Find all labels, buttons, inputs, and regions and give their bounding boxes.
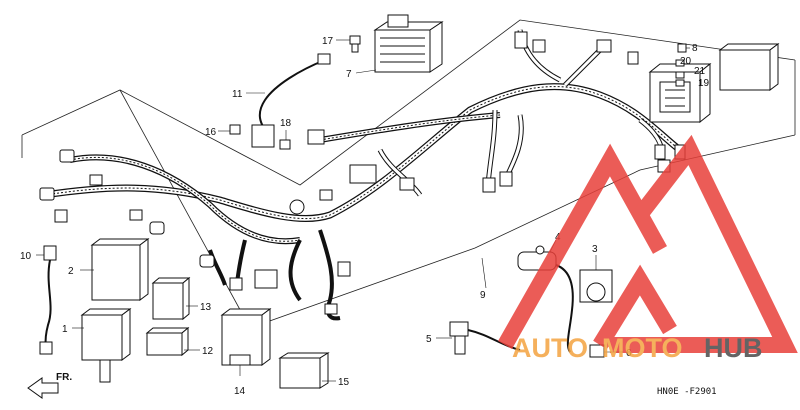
label-part-12: 12: [202, 346, 214, 357]
arrow-left-icon: [27, 377, 59, 399]
part-number-labels: 1 2 3 4 5 6 7 8 9 10 11 12 13 14 15 16 1…: [20, 36, 710, 397]
control-module-14: [220, 308, 272, 366]
label-part-6: 6: [626, 348, 632, 359]
relay-13: [151, 276, 191, 321]
label-part-13: 13: [200, 302, 212, 313]
connector-5: [449, 321, 521, 355]
label-part-7: 7: [346, 69, 352, 80]
label-part-1: 1: [62, 324, 68, 335]
cover-15: [278, 352, 330, 389]
regulator-rectifier: [373, 14, 444, 73]
harness-frame: [21, 19, 796, 329]
label-part-8: 8: [692, 43, 698, 54]
watermark-text-moto: MOTO: [602, 333, 683, 363]
watermark-text-auto: AUTO: [512, 333, 588, 363]
front-arrow-label: FR.: [56, 372, 72, 383]
drawing-code: HN0E -F2901: [657, 387, 717, 397]
fuse-box: [648, 43, 780, 124]
watermark-logo-triangles: [498, 134, 798, 353]
fitting-6: [589, 344, 605, 358]
label-part-19: 19: [698, 78, 710, 89]
cdi-unit-2: [90, 238, 150, 301]
label-part-18: 18: [280, 118, 292, 129]
label-part-5: 5: [426, 334, 432, 345]
watermark-text-hub: HUB: [704, 333, 763, 363]
label-part-11: 11: [232, 89, 243, 100]
label-part-9: 9: [480, 290, 486, 301]
label-part-3: 3: [592, 244, 598, 255]
clamp-3: [579, 269, 613, 303]
label-part-14: 14: [234, 386, 246, 397]
label-part-2: 2: [68, 266, 74, 277]
fasteners-16-18: [229, 124, 291, 150]
label-part-20: 20: [680, 56, 692, 67]
relay-rubber-12: [145, 326, 190, 357]
label-part-10: 10: [20, 251, 32, 262]
automotohub-watermark: AUTO MOTO HUB: [498, 134, 798, 363]
front-direction-arrow: FR.: [27, 372, 72, 399]
label-part-17: 17: [322, 36, 334, 47]
sub-harness-11: [251, 53, 331, 148]
label-part-16: 16: [205, 127, 217, 138]
bolt-17: [349, 35, 361, 53]
rubber-mount-1: [80, 308, 132, 383]
label-part-21: 21: [694, 66, 706, 77]
label-part-15: 15: [338, 377, 350, 388]
sensor-lead-10: [39, 245, 57, 355]
